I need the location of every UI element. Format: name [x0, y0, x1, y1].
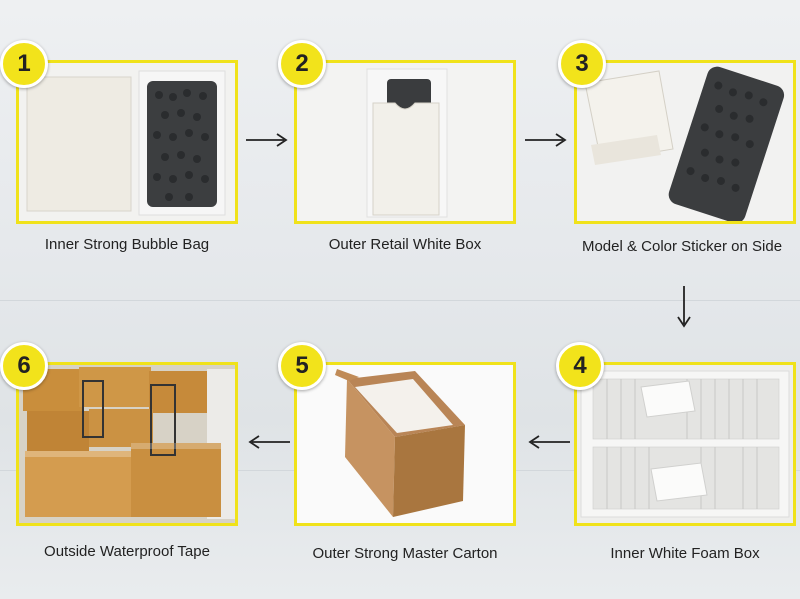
step-5-number-badge: 5 [278, 342, 326, 390]
step-3-photo [574, 60, 796, 224]
step-6-number-badge: 6 [0, 342, 48, 390]
arrow-right-icon [246, 133, 288, 147]
step-5-caption: Outer Strong Master Carton [312, 545, 498, 562]
step-3-number-badge: 3 [558, 40, 606, 88]
arrow-right-icon [525, 133, 567, 147]
background-line [0, 300, 800, 301]
arrow-down-icon [677, 286, 691, 328]
step-1-photo [16, 60, 238, 224]
step-2-number-badge: 2 [278, 40, 326, 88]
step-2-caption: Outer Retail White Box [328, 236, 482, 253]
arrow-left-icon [528, 435, 570, 449]
step-1-caption: Inner Strong Bubble Bag [44, 236, 210, 253]
step-5-photo [294, 362, 516, 526]
arrow-left-icon [248, 435, 290, 449]
step-3-caption: Model & Color Sticker on Side [581, 238, 783, 255]
step-1-number-badge: 1 [0, 40, 48, 88]
step-2-photo [294, 60, 516, 224]
step-4-number-badge: 4 [556, 342, 604, 390]
step-6-photo [16, 362, 238, 526]
step-4-photo [574, 362, 796, 526]
step-6-caption: Outside Waterproof Tape [44, 543, 210, 560]
step-4-caption: Inner White Foam Box [610, 545, 760, 562]
